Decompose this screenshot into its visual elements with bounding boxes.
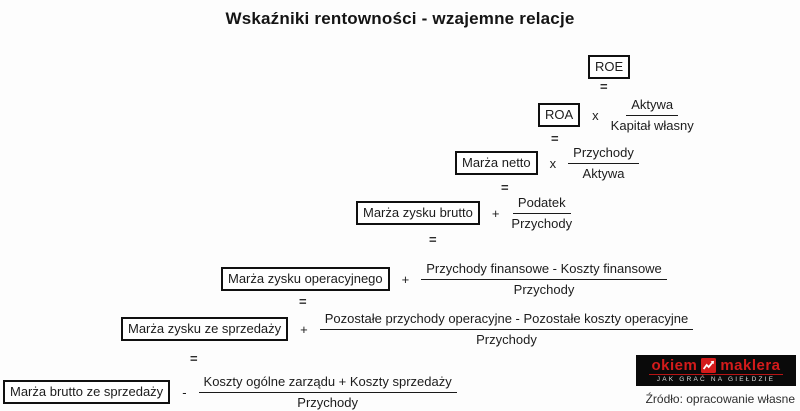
term-box-marza-zysku-brutto: Marża zysku brutto	[356, 201, 480, 225]
term-box-marza-ze-sprzedazy: Marża zysku ze sprzedaży	[121, 317, 289, 341]
okiem-maklera-logo: okiem maklera JAK GRAĆ NA GIEŁDZIE	[636, 355, 796, 386]
operator-plus: +	[401, 271, 410, 287]
fraction-denominator: Przychody	[297, 394, 358, 410]
fraction-numerator: Koszty ogólne zarządu + Koszty sprzedaży	[198, 374, 457, 393]
equals-sign: =	[299, 294, 307, 309]
operator-minus: -	[182, 384, 187, 400]
equation-row-marza-ze-sprzedazy: Marża zysku ze sprzedaży + Pozostałe prz…	[121, 311, 694, 347]
logo-wordmark: okiem maklera	[649, 356, 783, 375]
equals-sign: =	[501, 180, 509, 195]
fraction-koszty-przychody: Koszty ogólne zarządu + Koszty sprzedaży…	[198, 374, 457, 410]
term-box-marza-operacyjna: Marża zysku operacyjnego	[221, 267, 390, 291]
fraction-denominator: Przychody	[513, 281, 575, 297]
fraction-numerator: Przychody	[568, 145, 639, 164]
term-box-roa: ROA	[538, 103, 581, 127]
operator-plus: +	[491, 205, 500, 221]
fraction-numerator: Przychody finansowe - Koszty finansowe	[421, 261, 667, 280]
equation-row-roa: ROA x Aktywa Kapitał własny	[538, 97, 694, 133]
fraction-finansowe-przychody: Przychody finansowe - Koszty finansowe P…	[421, 261, 667, 297]
fraction-denominator: Aktywa	[582, 165, 625, 181]
equation-row-marza-brutto-ze-sprzedazy: Marża brutto ze sprzedaży - Koszty ogóln…	[3, 374, 457, 410]
source-caption: Źródło: opracowanie własne	[645, 392, 795, 406]
fraction-podatek-przychody: Podatek Przychody	[511, 195, 572, 231]
logo-text-maklera: maklera	[720, 356, 781, 374]
equals-sign: =	[190, 351, 198, 366]
operator-multiply: x	[592, 107, 599, 123]
chart-up-icon	[701, 357, 717, 373]
equals-sign: =	[429, 232, 437, 247]
fraction-numerator: Podatek	[512, 195, 571, 214]
term-box-roe: ROE	[588, 55, 631, 79]
page-title: Wskaźniki rentowności - wzajemne relacje	[225, 9, 575, 28]
logo-text-okiem: okiem	[651, 356, 698, 374]
fraction-numerator: Aktywa	[626, 97, 679, 116]
term-box-marza-netto: Marża netto	[455, 151, 538, 175]
fraction-denominator: Kapitał własny	[610, 117, 694, 133]
operator-multiply: x	[549, 155, 557, 171]
equals-sign: =	[600, 79, 608, 94]
equals-sign: =	[551, 131, 559, 146]
fraction-pozostale-przychody: Pozostałe przychody operacyjne - Pozosta…	[319, 311, 694, 347]
equation-row-marza-zysku-brutto: Marża zysku brutto + Podatek Przychody	[356, 195, 572, 231]
fraction-numerator: Pozostałe przychody operacyjne - Pozosta…	[319, 311, 694, 330]
equation-row-roe: ROE	[588, 55, 631, 79]
equation-row-marza-netto: Marża netto x Przychody Aktywa	[455, 145, 639, 181]
fraction-przychody-aktywa: Przychody Aktywa	[568, 145, 639, 181]
logo-tagline: JAK GRAĆ NA GIEŁDZIE	[656, 376, 776, 383]
equation-row-marza-operacyjna: Marża zysku operacyjnego + Przychody fin…	[221, 261, 667, 297]
fraction-aktywa-kapital: Aktywa Kapitał własny	[611, 97, 694, 133]
term-box-marza-brutto-ze-sprzedazy: Marża brutto ze sprzedaży	[3, 380, 171, 404]
fraction-denominator: Przychody	[511, 215, 573, 231]
fraction-denominator: Przychody	[476, 331, 537, 347]
operator-plus: +	[300, 321, 308, 337]
